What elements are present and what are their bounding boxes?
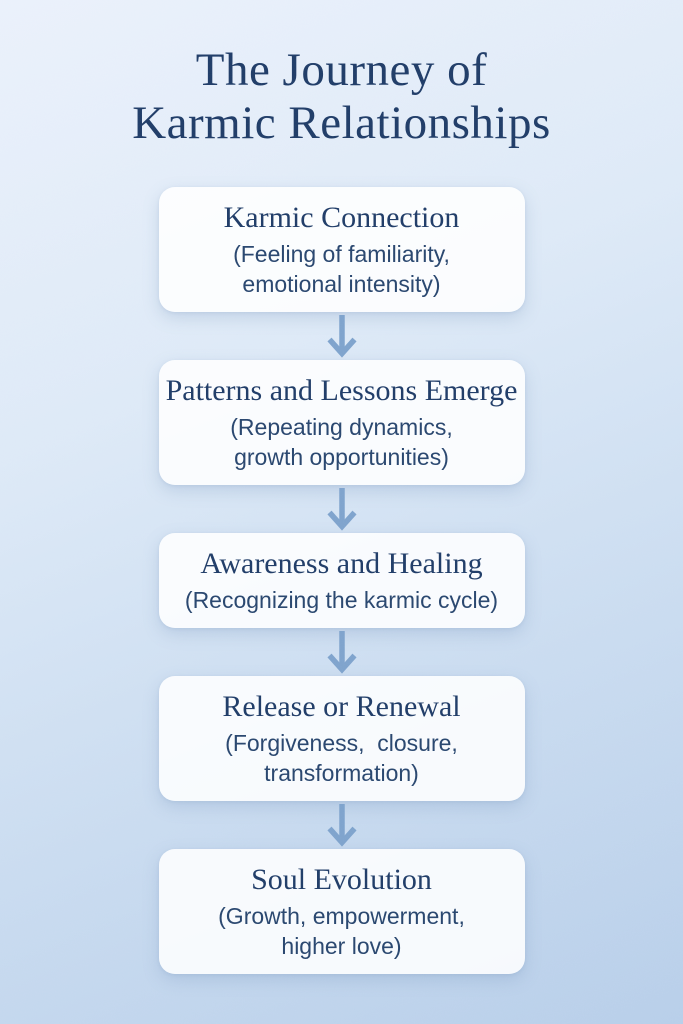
step-title: Patterns and Lessons Emerge: [165, 374, 518, 407]
step-karmic-connection: Karmic Connection (Feeling of familiarit…: [158, 187, 525, 312]
step-subtitle: (Recognizing the karmic cycle): [184, 587, 499, 613]
down-arrow-icon: [159, 628, 525, 676]
step-subtitle: (Forgiveness, closure, transformation): [225, 730, 458, 786]
step-title: Awareness and Healing: [200, 547, 483, 580]
step-subtitle: (Growth, empowerment, higher love): [218, 903, 465, 959]
step-title: Release or Renewal: [222, 690, 461, 723]
down-arrow-icon: [159, 312, 525, 360]
flow-diagram: Karmic Connection (Feeling of familiarit…: [158, 187, 525, 974]
step-release-or-renewal: Release or Renewal (Forgiveness, closure…: [158, 676, 525, 801]
down-arrow-icon: [159, 801, 525, 849]
step-awareness-and-healing: Awareness and Healing (Recognizing the k…: [158, 533, 525, 628]
page-title: The Journey of Karmic Relationships: [132, 44, 551, 149]
step-soul-evolution: Soul Evolution (Growth, empowerment, hig…: [158, 849, 525, 974]
step-subtitle: (Feeling of familiarity, emotional inten…: [233, 241, 450, 297]
step-subtitle: (Repeating dynamics, growth opportunitie…: [230, 414, 453, 470]
step-patterns-and-lessons: Patterns and Lessons Emerge (Repeating d…: [158, 360, 525, 485]
down-arrow-icon: [159, 485, 525, 533]
step-title: Karmic Connection: [223, 201, 460, 234]
step-title: Soul Evolution: [251, 863, 432, 896]
